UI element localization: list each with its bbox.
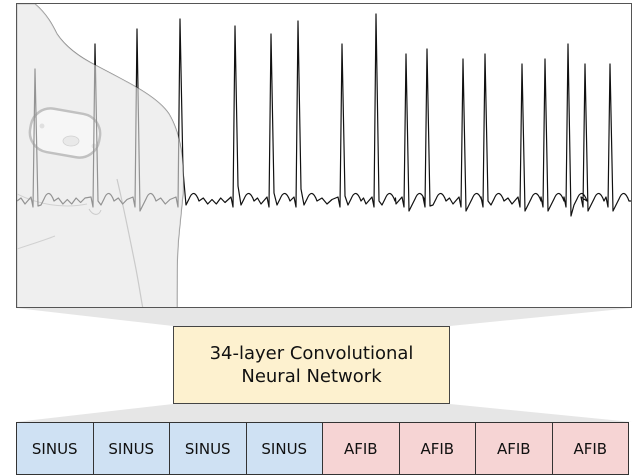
cnn-title-line1: 34-layer Convolutional [209, 343, 414, 364]
lower-funnel [16, 404, 632, 422]
ecg-figure [17, 4, 631, 307]
rhythm-label: SINUS [245, 422, 323, 475]
cnn-title-line2: Neural Network [241, 366, 382, 387]
rhythm-label: AFIB [322, 422, 400, 475]
rhythm-label: AFIB [551, 422, 629, 475]
ecg-trace [17, 4, 631, 307]
torso-overlay [17, 4, 184, 307]
upper-funnel [16, 308, 632, 326]
ecg-panel [16, 3, 632, 308]
rhythm-label: SINUS [16, 422, 94, 475]
rhythm-label: AFIB [398, 422, 476, 475]
cnn-model-box: 34-layer Convolutional Neural Network [173, 326, 450, 404]
rhythm-label-row: SINUS SINUS SINUS SINUS AFIB AFIB AFIB A… [16, 422, 632, 475]
rhythm-label: SINUS [169, 422, 247, 475]
rhythm-label: SINUS [92, 422, 170, 475]
rhythm-label: AFIB [475, 422, 553, 475]
